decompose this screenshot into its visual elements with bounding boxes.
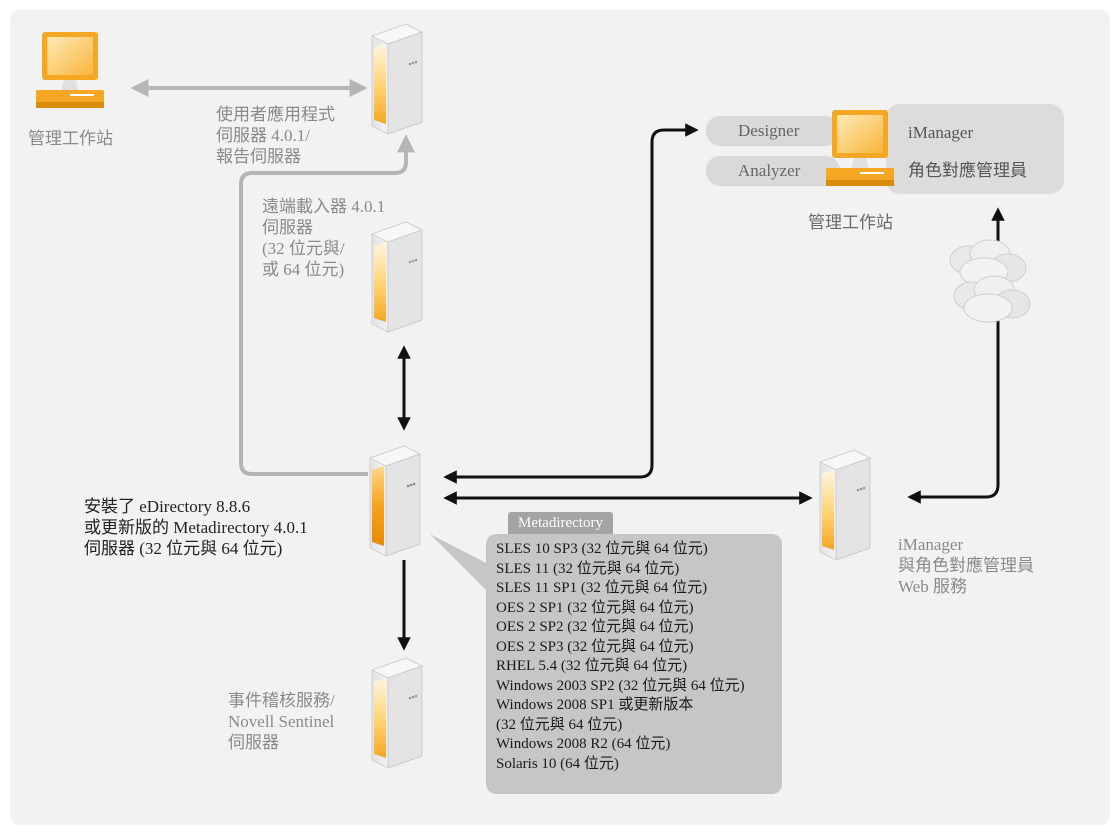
imanager-web-label-line: iManager	[898, 535, 964, 554]
audit-label-line: 伺服器	[228, 733, 279, 752]
platform-item: SLES 11 (32 位元與 64 位元)	[496, 560, 680, 577]
imanager-label: iManager	[908, 123, 974, 142]
audit-server-icon	[371, 657, 423, 769]
userapp-server-icon	[371, 23, 423, 135]
audit-label-line: Novell Sentinel	[228, 712, 335, 731]
remoteloader-label-line: 伺服器	[262, 218, 313, 237]
userapp-label-line: 報告伺服器	[216, 147, 301, 166]
analyzer-label: Analyzer	[738, 161, 801, 180]
metadirectory-server-label: 安裝了 eDirectory 8.8.6 或更新版的 Metadirectory…	[84, 496, 308, 559]
connector-metadirectory-userapp	[239, 134, 415, 476]
metadirectory-server-icon	[369, 445, 421, 557]
platform-item: Windows 2003 SP2 (32 位元與 64 位元)	[496, 677, 745, 694]
platform-item: OES 2 SP2 (32 位元與 64 位元)	[496, 619, 694, 635]
metadirectory-label-line: 伺服器 (32 位元與 64 位元)	[84, 539, 283, 558]
audit-label-line: 事件稽核服務/	[228, 691, 335, 710]
platform-item: OES 2 SP3 (32 位元與 64 位元)	[496, 638, 694, 655]
workstation-right-label: 管理工作站	[808, 213, 893, 232]
platform-item: Windows 2008 SP1 或更新版本	[496, 697, 694, 713]
metadirectory-label-line: 安裝了 eDirectory 8.8.6	[84, 497, 251, 516]
connector-imanager-rolemapper	[907, 207, 1005, 504]
platform-list-title: Metadirectory	[508, 512, 613, 534]
platform-item: SLES 11 SP1 (32 位元與 64 位元)	[496, 580, 708, 596]
analyzer-pill: Analyzer	[706, 156, 840, 186]
platform-item: (32 位元與 64 位元)	[496, 716, 623, 733]
connector-metadirectory-workstation	[443, 123, 699, 484]
userapp-label-line: 使用者應用程式	[216, 105, 335, 124]
userapp-label-line: 伺服器 4.0.1/	[216, 126, 310, 145]
platform-item: RHEL 5.4 (32 位元與 64 位元)	[496, 658, 688, 674]
imanager-server-icon	[819, 449, 871, 561]
remoteloader-server-label: 遠端載入器 4.0.1 伺服器 (32 位元與/ 或 64 位元)	[262, 196, 385, 280]
platform-item: OES 2 SP1 (32 位元與 64 位元)	[496, 599, 694, 616]
role-mapper-box	[886, 104, 1064, 194]
platform-list: SLES 10 SP3 (32 位元與 64 位元) SLES 11 (32 位元…	[496, 540, 745, 774]
imanager-server-label: iManager 與角色對應管理員 Web 服務	[898, 534, 1034, 597]
remoteloader-label-line: 或 64 位元)	[262, 260, 345, 279]
designer-label: Designer	[738, 121, 800, 140]
imanager-web-label-line: 與角色對應管理員	[898, 556, 1034, 575]
platform-item: Windows 2008 R2 (64 位元)	[496, 736, 671, 752]
platform-callout-pointer	[430, 534, 492, 596]
platform-item: SLES 10 SP3 (32 位元與 64 位元)	[496, 541, 708, 557]
workstation-topleft-label: 管理工作站	[28, 129, 113, 148]
role-mapper-label: 角色對應管理員	[908, 161, 1027, 180]
userapp-server-label: 使用者應用程式 伺服器 4.0.1/ 報告伺服器	[216, 104, 335, 167]
designer-pill: Designer	[706, 116, 840, 146]
platform-item: Solaris 10 (64 位元)	[496, 755, 619, 772]
metadirectory-label-line: 或更新版的 Metadirectory 4.0.1	[84, 518, 308, 537]
workstation-topleft-icon	[36, 32, 104, 108]
cloud-icon	[953, 275, 1031, 323]
imanager-web-label-line: Web 服務	[898, 577, 967, 596]
audit-server-label: 事件稽核服務/ Novell Sentinel 伺服器	[228, 690, 335, 753]
platform-list-box	[486, 534, 782, 794]
remoteloader-label-line: 遠端載入器 4.0.1	[262, 197, 386, 216]
remoteloader-label-line: (32 位元與/	[262, 239, 345, 258]
